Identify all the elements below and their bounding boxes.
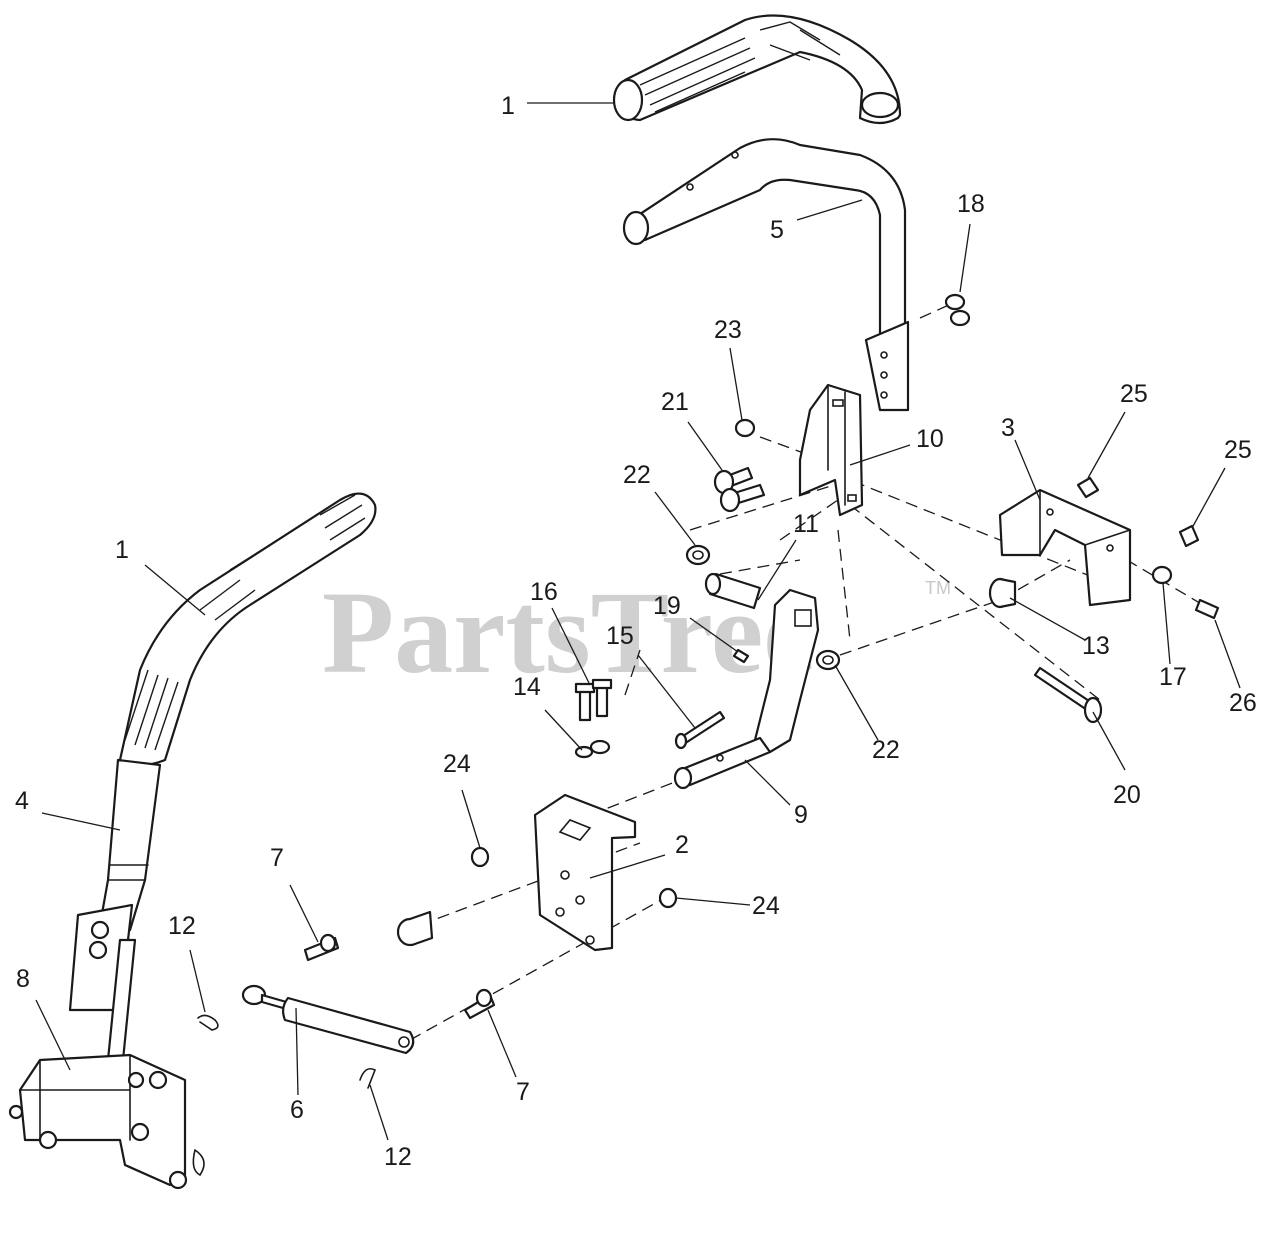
part-17-nut: [1151, 565, 1173, 585]
callout-20: 20: [1113, 781, 1141, 809]
watermark-trademark: TM: [925, 578, 951, 598]
callout-1-left: 1: [115, 536, 129, 564]
callout-22-upper: 22: [623, 461, 651, 489]
callout-4: 4: [15, 787, 29, 815]
plate-bushing: [396, 910, 434, 947]
part-9-lever-arm: [673, 588, 820, 790]
part-6-gas-spring: [241, 984, 415, 1055]
part-25-fittings: [1076, 476, 1200, 548]
part-16-bolts: [574, 678, 613, 722]
part-14-washers: [574, 739, 611, 759]
part-3-u-bracket: [998, 488, 1132, 607]
callout-25-right: 25: [1224, 436, 1252, 464]
part-26-pin: [1194, 598, 1220, 620]
callout-18: 18: [957, 190, 985, 218]
part-21-bolts: [713, 466, 766, 513]
part-23-nut: [734, 418, 756, 438]
callout-16: 16: [530, 578, 558, 606]
callout-7-lower: 7: [516, 1078, 530, 1106]
callout-21: 21: [661, 388, 689, 416]
part-1-lower-grip: [118, 492, 377, 767]
callout-22-lower: 22: [872, 736, 900, 764]
callout-10: 10: [916, 425, 944, 453]
part-2-plate: [533, 793, 637, 952]
part-11-bushing: [704, 572, 762, 610]
callout-6: 6: [290, 1096, 304, 1124]
callout-8: 8: [16, 965, 30, 993]
part-7-ball-studs: [303, 933, 496, 1020]
callout-24-upper: 24: [443, 750, 471, 778]
part-13-bushing: [988, 577, 1017, 609]
part-20-long-bolt: [1033, 666, 1103, 724]
callout-12-upper: 12: [168, 912, 196, 940]
callout-17: 17: [1159, 663, 1187, 691]
callout-23: 23: [714, 316, 742, 344]
callout-7-left: 7: [270, 844, 284, 872]
callout-26: 26: [1229, 689, 1257, 717]
callout-15: 15: [606, 622, 634, 650]
part-8-base-mount: [8, 1053, 205, 1190]
part-12-clips: [197, 1014, 377, 1089]
part-15-pin: [674, 710, 726, 750]
part-22-washers: [685, 544, 841, 671]
callout-14: 14: [513, 673, 541, 701]
part-18-nuts: [944, 293, 971, 327]
callout-12-lower: 12: [384, 1143, 412, 1171]
leader-lines: [35, 102, 1241, 1141]
part-10-bracket: [798, 383, 864, 517]
part-24-washers: [470, 846, 678, 909]
callout-1-top: 1: [501, 92, 515, 120]
part-4-lower-handle: [68, 758, 162, 1092]
part-19-pin: [732, 648, 750, 664]
callout-19: 19: [653, 592, 681, 620]
part-5-upper-handle: [622, 138, 910, 412]
callout-labels: 1 5 18 23 21 10 25 3 25 22 11 1 16 19 15…: [15, 92, 1257, 1171]
watermark: PartsTree TM: [322, 567, 951, 698]
part-1-upper-grip: [612, 14, 902, 125]
callout-24-right: 24: [752, 892, 780, 920]
callout-11: 11: [793, 510, 819, 538]
callout-5: 5: [770, 216, 784, 244]
callout-2: 2: [675, 831, 689, 859]
callout-3: 3: [1001, 414, 1015, 442]
callout-9: 9: [794, 801, 808, 829]
callout-25-upper: 25: [1120, 380, 1148, 408]
callout-13: 13: [1082, 632, 1110, 660]
